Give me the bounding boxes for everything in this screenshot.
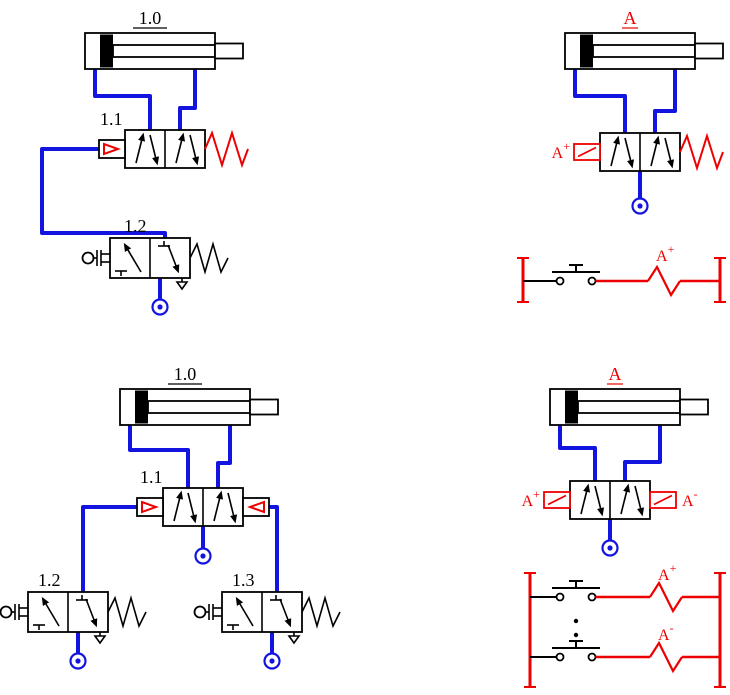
tube-cylinder-left[interactable] — [128, 423, 190, 490]
electro-circuit-single: A A+ A+ — [517, 8, 726, 303]
coil-label[interactable]: A+ — [656, 242, 675, 265]
valve-label[interactable]: 1.3 — [232, 570, 255, 590]
pressure-source[interactable] — [263, 652, 281, 670]
cylinder-label[interactable]: 1.0 — [139, 8, 162, 28]
valve-1-2[interactable]: 1.2 — [83, 216, 229, 289]
tube-cylinder-right[interactable] — [216, 423, 232, 490]
pilot-signal-tube-left[interactable] — [81, 505, 139, 594]
return-spring-icon[interactable] — [679, 135, 724, 169]
coil-a-plus[interactable] — [648, 581, 684, 613]
pneumatic-circuit-double: 1.0 1.1 1.2 1.3 — [1, 364, 341, 670]
tube-cylinder-right[interactable] — [178, 67, 197, 132]
cylinder-label[interactable]: A — [609, 364, 622, 384]
pilot-actuator-icon[interactable] — [98, 139, 126, 159]
coil-a-plus[interactable] — [646, 265, 682, 297]
pressure-source[interactable] — [631, 197, 649, 215]
valve-label[interactable]: 1.2 — [124, 216, 147, 236]
electro-circuit-double: A A+ A- A+ — [522, 364, 726, 688]
tube-cylinder-right[interactable] — [653, 67, 677, 135]
valve-3-2-pushbutton-symbol[interactable] — [195, 592, 341, 643]
solenoid-label[interactable]: A+ — [552, 139, 571, 162]
solenoid-a-plus-icon[interactable] — [573, 143, 601, 161]
cylinder-symbol[interactable] — [549, 388, 709, 426]
valve-5-2-symbol[interactable] — [163, 488, 243, 526]
cylinder-a[interactable]: A — [564, 8, 724, 70]
cylinder-1-0[interactable]: 1.0 — [119, 364, 279, 426]
ladder-diagram-single: A+ — [517, 242, 726, 303]
valve-1-1[interactable]: 1.1 — [136, 467, 270, 526]
tube-cylinder-left[interactable] — [93, 67, 152, 132]
valve-label[interactable]: 1.1 — [140, 467, 163, 487]
cylinder-1-0[interactable]: 1.0 — [84, 8, 244, 70]
pilot-actuator-right-icon[interactable] — [242, 497, 270, 517]
cylinder-label[interactable]: 1.0 — [174, 364, 197, 384]
coil-plus-label[interactable]: A+ — [658, 561, 677, 584]
tube-cylinder-left[interactable] — [558, 423, 597, 483]
cylinder-symbol[interactable] — [564, 32, 724, 70]
valve-3-2-pushbutton-symbol[interactable] — [1, 592, 147, 643]
pilot-signal-tube[interactable] — [40, 147, 167, 240]
linkage-dot — [573, 632, 579, 638]
valve-a[interactable]: A+ — [552, 133, 724, 171]
pneumatic-circuit-single: 1.0 1.1 1.2 — [40, 8, 249, 316]
pressure-source[interactable] — [194, 547, 212, 565]
valve-1-1[interactable]: 1.1 — [98, 109, 249, 168]
ladder-diagram-double: A+ A- — [524, 561, 726, 688]
pushbutton-contact[interactable] — [551, 264, 601, 286]
pressure-source[interactable] — [601, 539, 619, 557]
coil-minus-label[interactable]: A- — [658, 621, 674, 644]
valve-1-2[interactable]: 1.2 — [1, 570, 147, 643]
coil-a-minus[interactable] — [648, 641, 684, 673]
pushbutton-contact-2[interactable] — [551, 640, 601, 662]
solenoid-minus-label[interactable]: A- — [682, 487, 698, 510]
linkage-dot — [573, 618, 579, 624]
tube-cylinder-right[interactable] — [623, 423, 662, 483]
valve-5-2-symbol[interactable] — [600, 133, 680, 171]
valve-3-2-pushbutton-symbol[interactable] — [83, 238, 229, 289]
cylinder-a[interactable]: A — [549, 364, 709, 426]
pilot-actuator-left-icon[interactable] — [136, 497, 164, 517]
return-spring-icon[interactable] — [204, 132, 249, 166]
pressure-source[interactable] — [151, 298, 169, 316]
valve-a[interactable]: A+ A- — [522, 481, 698, 519]
valve-1-3[interactable]: 1.3 — [195, 570, 341, 643]
valve-5-2-symbol[interactable] — [125, 130, 205, 168]
solenoid-a-plus-icon[interactable] — [543, 491, 571, 509]
tube-cylinder-left[interactable] — [573, 67, 627, 135]
cylinder-symbol[interactable] — [84, 32, 244, 70]
pressure-source[interactable] — [69, 652, 87, 670]
valve-label[interactable]: 1.1 — [100, 109, 123, 129]
cylinder-symbol[interactable] — [119, 388, 279, 426]
cylinder-label[interactable]: A — [624, 8, 637, 28]
solenoid-plus-label[interactable]: A+ — [522, 487, 541, 510]
valve-label[interactable]: 1.2 — [38, 570, 61, 590]
pilot-signal-tube-right[interactable] — [267, 505, 279, 594]
valve-5-2-symbol[interactable] — [570, 481, 650, 519]
pushbutton-contact-1[interactable] — [551, 580, 601, 602]
solenoid-a-minus-icon[interactable] — [649, 491, 677, 509]
